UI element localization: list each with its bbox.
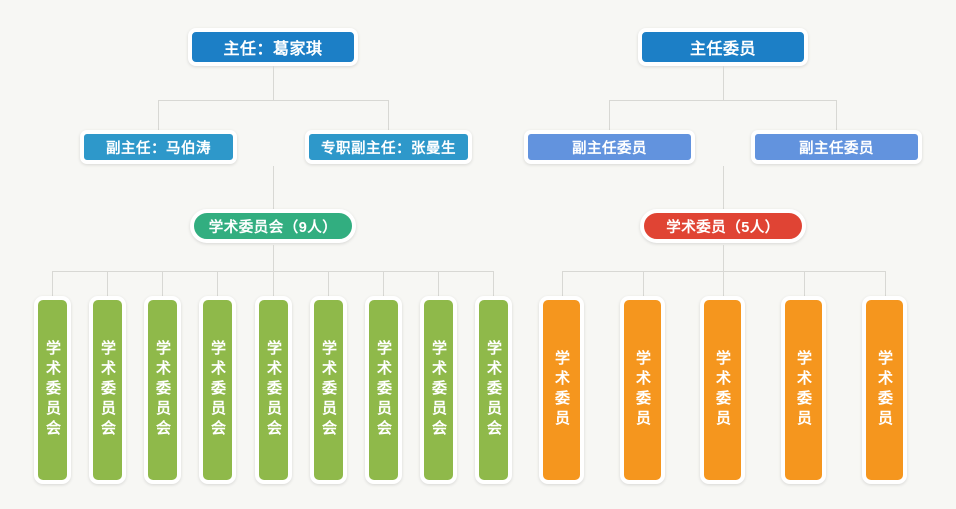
left-committee-node[interactable]: 学术委员会（9人） [190, 209, 356, 243]
left-member-node-1[interactable]: 学术委员会 [34, 296, 71, 484]
right-member-node-2[interactable]: 学术委员 [620, 296, 665, 484]
left-deputy-node-2[interactable]: 专职副主任：张曼生 [305, 130, 472, 164]
right-deputy-node-1[interactable]: 副主任委员 [524, 130, 695, 164]
connector-left-members-stem [273, 245, 274, 271]
connector-right-member-drop-3 [723, 271, 724, 297]
connector-left-member-drop-7 [383, 271, 384, 297]
right-chair-node[interactable]: 主任委员 [638, 28, 808, 66]
connector-left-deputy-drop-1 [158, 100, 159, 130]
connector-right-member-drop-2 [643, 271, 644, 297]
right-member-node-5[interactable]: 学术委员 [862, 296, 907, 484]
connector-left-member-drop-2 [107, 271, 108, 297]
connector-right-chair-stem [723, 66, 724, 100]
left-member-node-4[interactable]: 学术委员会 [199, 296, 236, 484]
connector-right-member-drop-4 [804, 271, 805, 297]
connector-left-member-drop-9 [493, 271, 494, 297]
connector-left-deputy-drop-2 [388, 100, 389, 130]
connector-left-member-drop-4 [217, 271, 218, 297]
right-member-node-3[interactable]: 学术委员 [700, 296, 745, 484]
left-member-node-6[interactable]: 学术委员会 [310, 296, 347, 484]
right-committee-node[interactable]: 学术委员（5人） [640, 209, 806, 243]
connector-left-member-drop-6 [328, 271, 329, 297]
connector-right-deputy-drop-1 [609, 100, 610, 130]
left-chair-node[interactable]: 主任：葛家琪 [188, 28, 358, 66]
connector-right-members-stem [723, 245, 724, 271]
connector-right-member-drop-5 [885, 271, 886, 297]
right-member-node-4[interactable]: 学术委员 [781, 296, 826, 484]
left-member-node-5[interactable]: 学术委员会 [255, 296, 292, 484]
connector-left-committee-stem [273, 166, 274, 210]
left-member-node-2[interactable]: 学术委员会 [89, 296, 126, 484]
left-member-node-8[interactable]: 学术委员会 [420, 296, 457, 484]
connector-right-deputy-drop-2 [836, 100, 837, 130]
connector-right-committee-stem [723, 166, 724, 210]
connector-left-chair-stem [273, 66, 274, 100]
left-deputy-node-1[interactable]: 副主任：马伯涛 [80, 130, 237, 164]
left-member-node-9[interactable]: 学术委员会 [475, 296, 512, 484]
connector-right-member-drop-1 [562, 271, 563, 297]
connector-left-member-drop-8 [438, 271, 439, 297]
connector-left-member-drop-5 [273, 271, 274, 297]
left-member-node-3[interactable]: 学术委员会 [144, 296, 181, 484]
connector-right-deputy-bus [609, 100, 837, 101]
left-member-node-7[interactable]: 学术委员会 [365, 296, 402, 484]
connector-left-member-drop-1 [52, 271, 53, 297]
connector-left-member-drop-3 [162, 271, 163, 297]
right-member-node-1[interactable]: 学术委员 [539, 296, 584, 484]
connector-left-deputy-bus [158, 100, 389, 101]
right-deputy-node-2[interactable]: 副主任委员 [751, 130, 922, 164]
